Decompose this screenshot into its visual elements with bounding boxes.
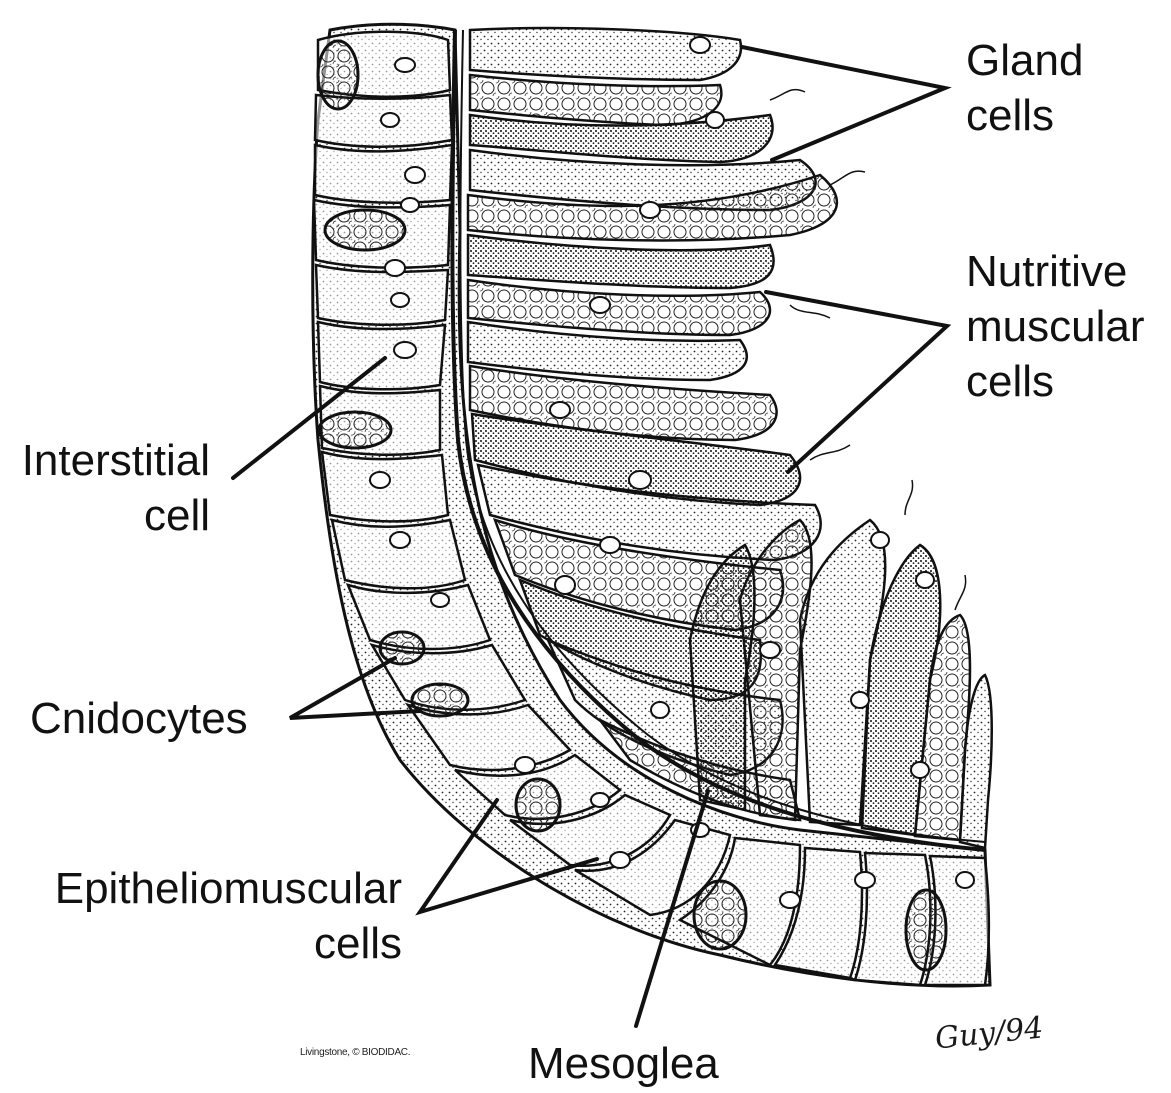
endoderm-nuclei xyxy=(549,36,935,779)
label-cnidocytes-line-1: Cnidocytes xyxy=(30,694,248,743)
cnidocyte-capsules xyxy=(316,39,948,972)
label-mesoglea: Mesoglea xyxy=(528,1036,719,1091)
flagella xyxy=(769,88,967,611)
label-gland-line-2: cells xyxy=(966,91,1055,140)
label-gland-cells: Gland cells xyxy=(966,33,1083,143)
label-mesoglea-line-1: Mesoglea xyxy=(528,1039,719,1088)
leader-mesoglea xyxy=(634,789,710,1028)
label-epitheliomuscular-line-1: Epitheliomuscular xyxy=(54,864,402,913)
label-nutritive-line-1: Nutritive xyxy=(966,247,1128,296)
endoderm-layer xyxy=(466,26,993,850)
leader-epitheliomuscular-cells xyxy=(415,798,599,916)
label-nutritive-line-2: muscular xyxy=(966,302,1145,351)
leader-lines xyxy=(231,45,952,1028)
label-epitheliomuscular-line-2: cells xyxy=(313,919,402,968)
label-epitheliomuscular-cells: Epitheliomuscular cells xyxy=(4,861,402,971)
label-gland-line-1: Gland xyxy=(966,36,1084,85)
label-nutritive-muscular-cells: Nutritive muscular cells xyxy=(966,244,1145,409)
label-interstitial-line-2: cell xyxy=(143,491,210,540)
leader-cnidocytes xyxy=(289,656,422,720)
ectoderm-nuclei xyxy=(369,57,975,909)
label-interstitial-cell: Interstitial cell xyxy=(0,433,210,543)
label-nutritive-line-3: cells xyxy=(966,357,1055,406)
leader-interstitial-cell xyxy=(231,356,387,480)
leader-nutritive-cells xyxy=(764,290,952,474)
leader-gland-cells xyxy=(740,45,952,162)
label-interstitial-line-1: Interstitial xyxy=(21,436,210,485)
label-cnidocytes: Cnidocytes xyxy=(30,691,248,746)
credit-text: Livingstone, © BIODIDAC. xyxy=(300,1047,411,1058)
mesoglea-band xyxy=(450,29,986,852)
